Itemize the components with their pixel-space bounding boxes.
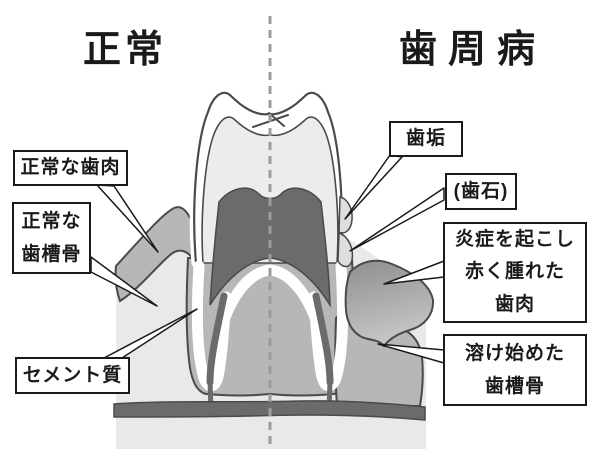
label-plaque: 歯垢: [389, 121, 463, 157]
label-tartar: (歯石): [445, 173, 517, 210]
inflamed-gum-shape: [344, 259, 435, 348]
tartar-deposit-shape: [337, 231, 354, 268]
pointer-tartar: [349, 187, 445, 252]
pointer-normal-gum: [96, 184, 159, 253]
pointer-normal-bone: [90, 256, 158, 307]
label-normal-alveolar-bone: 正常な 歯槽骨: [12, 202, 91, 274]
label-normal-gum: 正常な歯肉: [13, 150, 128, 186]
label-inflamed-gum: 炎症を起こし 赤く腫れた 歯肉: [443, 222, 587, 323]
left-root-canal: [206, 292, 228, 386]
label-dissolving-bone: 溶け始めた 歯槽骨: [443, 334, 587, 406]
enamel-outline: [193, 91, 343, 265]
plaque-deposit-shape: [338, 196, 353, 234]
section-title-normal: 正常: [83, 29, 168, 71]
section-title-periodontal-disease: 歯周病: [399, 29, 547, 71]
label-cementum: セメント質: [15, 357, 130, 394]
right-root-canal: [312, 292, 334, 386]
pointer-plaque: [344, 154, 403, 220]
